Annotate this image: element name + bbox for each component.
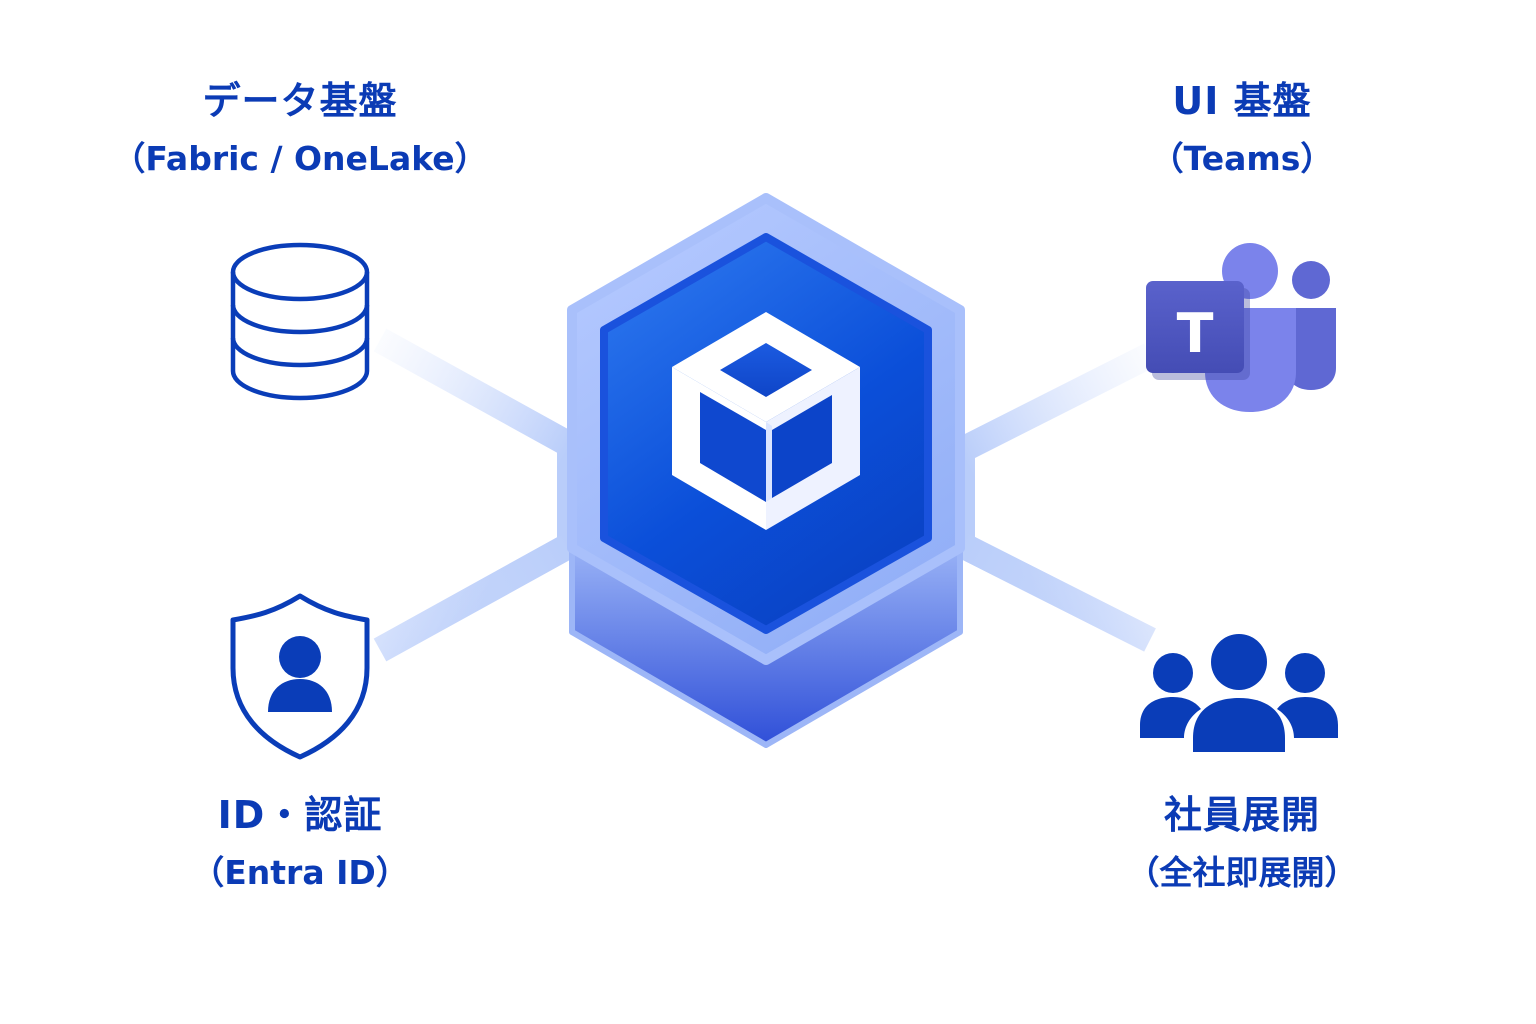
shield-user-icon (230, 593, 370, 760)
node-title-identity: ID・認証 (217, 793, 383, 837)
database-icon (230, 242, 370, 401)
connector-employees (956, 533, 1156, 652)
node-subtitle-ui-platform: （Teams） (1150, 138, 1334, 178)
node-label-identity: ID・認証 （Entra ID） (90, 792, 510, 893)
node-subtitle-identity: （Entra ID） (191, 852, 409, 892)
node-title-data-platform: データ基盤 (202, 79, 398, 123)
cube-icon (672, 312, 860, 530)
teams-logo-icon: T (1146, 243, 1336, 412)
central-hub (567, 193, 965, 748)
people-group-icon (1140, 634, 1338, 752)
node-subtitle-employee-rollout: （全社即展開） (1126, 852, 1358, 892)
connector-identity (373, 533, 577, 662)
teams-logo-letter: T (1177, 302, 1214, 365)
node-label-ui-platform: UI 基盤 （Teams） (1032, 78, 1452, 179)
node-subtitle-data-platform: （Fabric / OneLake） (112, 138, 488, 178)
node-title-ui-platform: UI 基盤 (1172, 79, 1312, 123)
node-label-employee-rollout: 社員展開 （全社即展開） (1032, 792, 1452, 893)
node-label-data-platform: データ基盤 （Fabric / OneLake） (90, 78, 510, 179)
node-title-employee-rollout: 社員展開 (1163, 793, 1320, 837)
